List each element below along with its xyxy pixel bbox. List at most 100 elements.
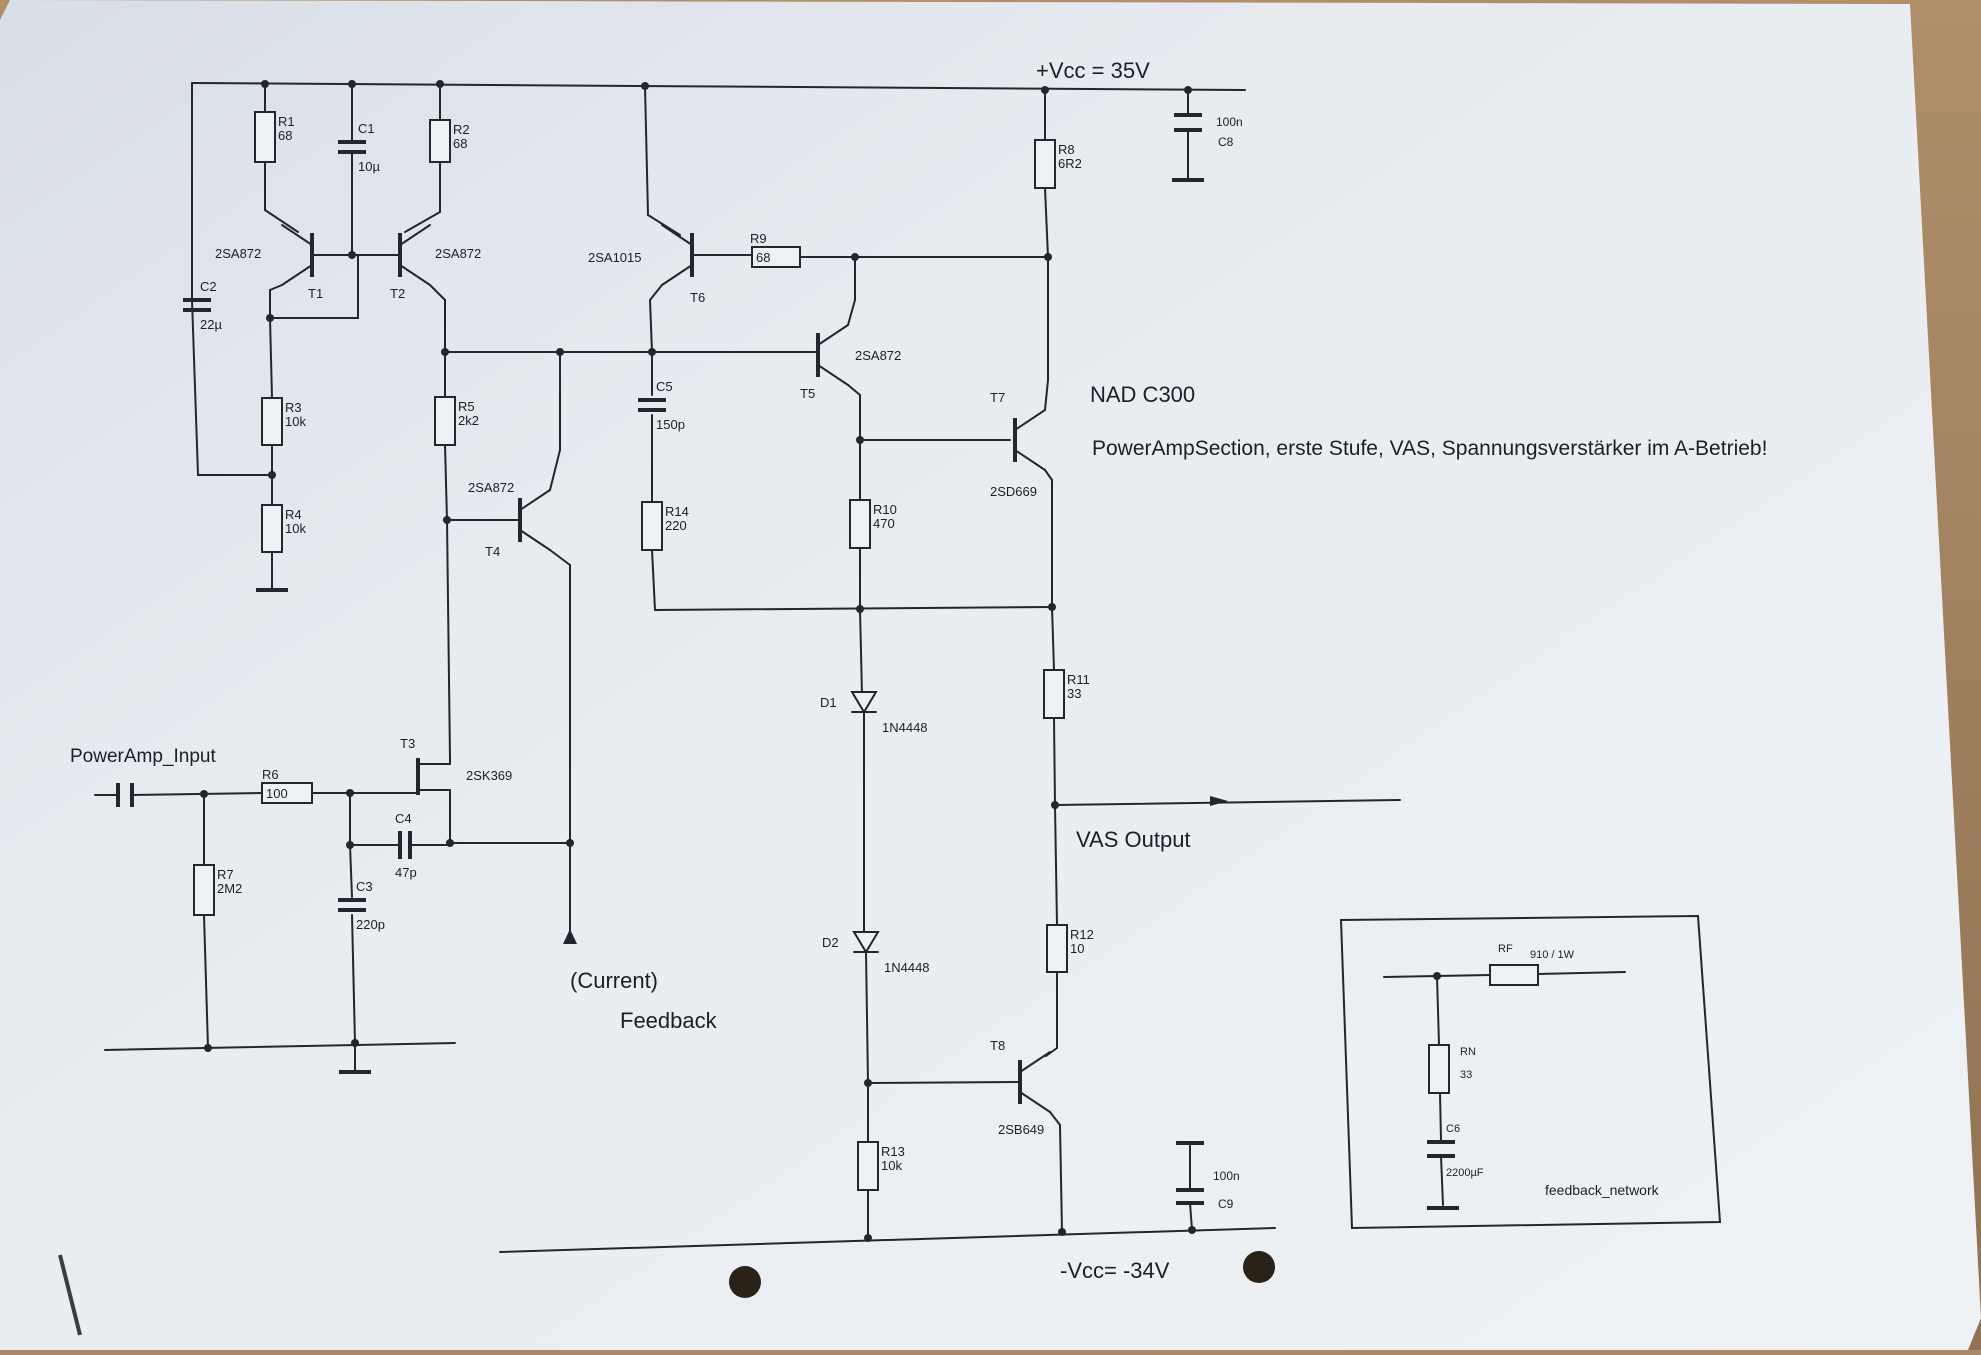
wire [1051,606,1055,671]
wire [859,608,863,696]
T4-lead-a [519,489,551,511]
R11-resistor-icon [1043,669,1065,719]
C5-value: 150p [656,417,685,432]
vcc-negative-label: -Vcc= -34V [1060,1258,1170,1283]
T7-part: 2SD669 [990,484,1037,499]
wire [847,384,861,396]
wire [269,254,359,319]
RF-ref: RF [1498,943,1513,955]
diagram-subtitle: PowerAmpSection, erste Stufe, VAS, Spann… [1092,437,1767,460]
wire [203,914,209,1049]
wire [1044,469,1053,481]
T7-lead-a [1014,409,1046,431]
wire [1044,187,1049,258]
wire [865,951,869,1084]
R2-value: 68 [453,136,467,151]
wiring [94,80,1626,1253]
vas-output-label: VAS Output [1076,827,1191,852]
T2-part: 2SA872 [435,246,481,261]
T8-lead-b [1019,1091,1051,1113]
T2-lead-a [399,224,431,246]
R7-resistor-icon [193,864,215,916]
T2-lead-b [399,264,431,286]
C9-value: 100n [1213,1169,1240,1183]
wire [1054,804,1058,926]
wire [1054,799,1401,806]
C8-value: 100n [1216,115,1243,129]
junction-dot [266,314,274,322]
wire [1059,1124,1063,1233]
wire [649,299,653,353]
T4-ref: T4 [485,544,500,559]
vcc-positive-label: +Vcc = 35V [1036,58,1150,83]
T8-ref: T8 [990,1038,1005,1053]
R1-resistor-icon [254,111,276,163]
junction-dot [348,80,356,88]
wire [649,284,663,301]
R4-value: 10k [285,521,306,536]
C1-value: 10µ [358,159,380,174]
R9-value: 68 [756,250,770,265]
wire [104,1042,456,1051]
C4-value: 47p [395,865,417,880]
punch-hole-icon [1243,1251,1275,1283]
T5-lead-a [817,324,849,346]
junction-dot [566,839,574,847]
R3-resistor-icon [261,397,283,446]
R2-resistor-icon [429,119,451,163]
wire [1189,1202,1193,1231]
R12-value: 10 [1070,941,1084,956]
T8-lead-a [1019,1051,1051,1073]
wire [1049,1111,1061,1126]
vas-output-arrow-icon [1210,796,1228,806]
current-label: (Current) [570,968,658,993]
T2-ref: T2 [390,286,405,301]
junction-dot [864,1234,872,1242]
T3-part: 2SK369 [466,768,512,783]
R6-value: 100 [266,786,288,801]
wire [651,549,656,611]
wire [1044,379,1049,411]
R5-resistor-icon [434,396,456,446]
wire [549,549,571,566]
R12-resistor-icon [1046,924,1068,973]
C2-ref: C2 [200,279,217,294]
R14-ref: R14 [665,504,689,519]
C4-ref: C4 [395,811,412,826]
wire [499,1227,1276,1253]
R10-value: 470 [873,516,895,531]
junction-dot [261,80,269,88]
feedback-arrow-icon [563,929,577,944]
wire [1053,717,1056,806]
wire [429,284,446,301]
T1-part: 2SA872 [215,246,261,261]
T5-lead-b [817,364,849,386]
T5-ref: T5 [800,386,815,401]
T4-lead-b [519,529,551,551]
C1-ref: C1 [358,121,375,136]
wire [444,444,448,521]
T6-lead-a [661,224,693,246]
feedback-network-box [1339,914,1722,1230]
junction-dot [1058,1228,1066,1236]
R9-resistor-icon [751,246,801,268]
R14-value: 220 [665,518,687,533]
R14-resistor-icon [641,501,663,551]
C3-value: 220p [356,917,385,932]
R11-ref: R11 [1067,672,1090,687]
wire [1439,1092,1442,1141]
C5-ref: C5 [656,379,673,394]
wire [1440,1155,1444,1206]
T6-part: 2SA1015 [588,250,642,265]
labels: +Vcc = 35V -Vcc= -34V NAD C300 PowerAmpS… [70,58,1767,1283]
R9-ref: R9 [750,231,767,246]
T6-lead-b [661,264,693,286]
R4-ref: R4 [285,507,302,522]
R13-resistor-icon [857,1141,879,1191]
feedback-label: Feedback [620,1008,718,1033]
R8-ref: R8 [1058,142,1075,157]
junction-dot [1188,1226,1196,1234]
RN-ref: RN [1460,1046,1476,1058]
R7-ref: R7 [217,867,234,882]
